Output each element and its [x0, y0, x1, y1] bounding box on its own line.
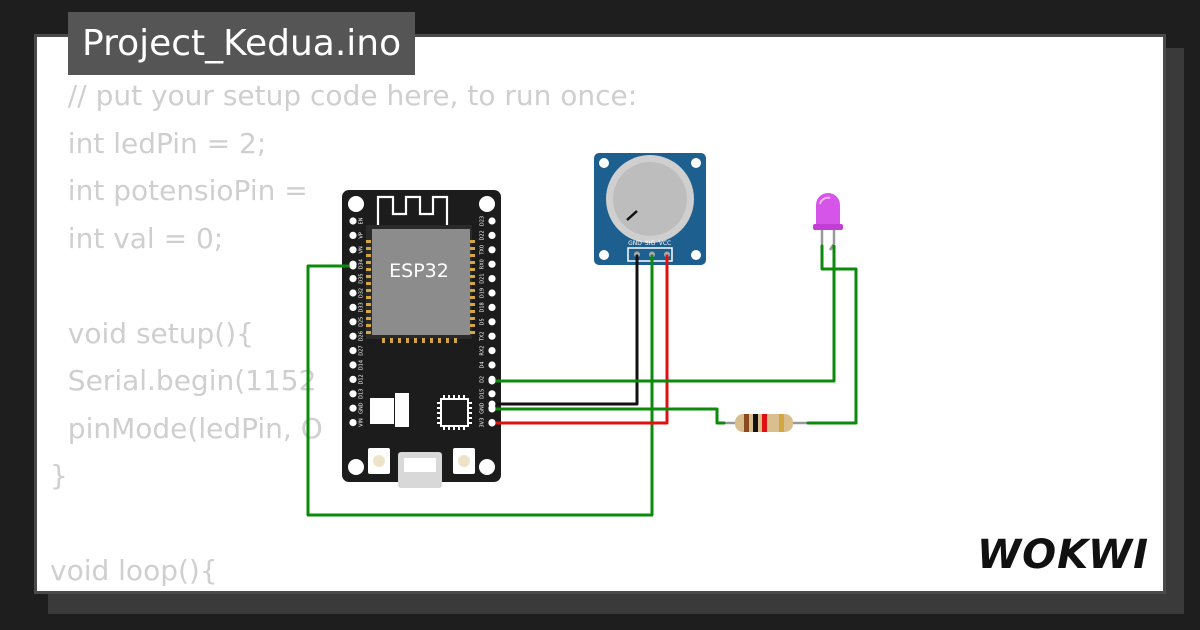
esp32-pin-label: D14 — [359, 360, 365, 370]
wire-led-anode[interactable] — [490, 244, 836, 383]
esp32-pin-label: D2 — [480, 376, 486, 383]
esp32-pin-d25[interactable] — [349, 318, 357, 326]
code-line: void loop(){ — [50, 554, 218, 587]
esp32-pin-label: VIN — [359, 418, 365, 427]
potentiometer[interactable]: GND SIG VCC — [594, 153, 706, 265]
esp32-pin-label: D15 — [480, 389, 486, 399]
esp32-pin-label: D33 — [359, 302, 365, 312]
esp32-pin-d26[interactable] — [349, 332, 357, 340]
esp32-pin-label: VN — [359, 246, 365, 253]
led[interactable] — [813, 193, 843, 251]
esp32-pin-d5[interactable] — [488, 318, 496, 326]
esp32-pin-label: D12 — [359, 374, 365, 384]
esp32-board[interactable]: ESP32 ENVPVND34D35D32D33D25D26D27D14D12D… — [342, 190, 501, 488]
esp32-chip — [372, 229, 470, 335]
esp32-pin-label: TX0 — [480, 245, 486, 256]
esp32-pin-label: D13 — [359, 389, 365, 399]
code-line: pinMode(ledPin, O — [50, 411, 323, 445]
esp32-pin-label: GND — [359, 402, 365, 414]
resistor[interactable] — [718, 414, 810, 432]
esp32-pin-label: D27 — [359, 345, 365, 355]
esp32-pin-tx2[interactable] — [488, 332, 496, 340]
esp32-pin-label: RX0 — [480, 259, 486, 269]
code-line: } — [50, 459, 68, 492]
esp32-label: ESP32 — [389, 260, 449, 282]
esp32-pin-gnd[interactable] — [349, 404, 357, 412]
code-line: // put your setup code here, to run once… — [50, 79, 638, 112]
esp32-pin-d23[interactable] — [488, 217, 496, 225]
code-line: void setup(){ — [50, 316, 254, 350]
esp32-pin-label: D32 — [359, 288, 365, 298]
esp32-pin-label: D21 — [480, 273, 486, 283]
esp32-pin-rx0[interactable] — [488, 260, 496, 268]
code-line: Serial.begin(1152 — [50, 364, 317, 397]
wire-pot-vcc[interactable] — [490, 254, 669, 425]
esp32-pin-d22[interactable] — [488, 231, 496, 239]
esp32-pin-label: VP — [359, 232, 365, 238]
code-preview: // put your setup code here, to run once… — [50, 72, 637, 595]
code-line: int ledPin = 2; — [50, 126, 267, 160]
esp32-pin-label: TX2 — [480, 331, 486, 342]
esp32-pin-d13[interactable] — [349, 390, 357, 398]
esp32-pin-d27[interactable] — [349, 347, 357, 355]
code-line: int potensioPin = — [50, 174, 317, 207]
wokwi-logo-text: WOKWI — [977, 532, 1149, 578]
esp32-pin-label: D18 — [480, 302, 486, 312]
esp32-pin-d15[interactable] — [488, 390, 496, 398]
esp32-pin-rx2[interactable] — [488, 347, 496, 355]
esp32-pin-d21[interactable] — [488, 275, 496, 283]
code-line: int val = 0; — [50, 221, 224, 255]
esp32-pin-vp[interactable] — [349, 231, 357, 239]
esp32-pin-en[interactable] — [349, 217, 357, 225]
pot-pin-label-gnd: GND — [628, 240, 642, 247]
esp32-pin-label: RX2 — [480, 346, 486, 356]
esp32-pin-d4[interactable] — [488, 361, 496, 369]
esp32-pin-label: D34 — [359, 259, 365, 269]
preview-card[interactable] — [34, 34, 1166, 594]
voltage-regulator — [370, 398, 394, 424]
wire-resistor-gnd[interactable] — [490, 407, 726, 425]
wokwi-logo: WOKWI — [977, 532, 1149, 578]
usb-chip — [440, 398, 469, 427]
esp32-pin-vn[interactable] — [349, 246, 357, 254]
esp32-pin-d32[interactable] — [349, 289, 357, 297]
esp32-pin-label: D4 — [480, 361, 486, 368]
esp32-pin-d18[interactable] — [488, 303, 496, 311]
esp32-pin-label: D25 — [359, 317, 365, 327]
esp32-pin-label: D23 — [480, 216, 486, 226]
pot-pin-label-sig: SIG — [645, 240, 656, 247]
esp32-pin-label: D19 — [480, 288, 486, 298]
wire-led-cathode[interactable] — [806, 244, 858, 425]
wire-pot-sig[interactable] — [306, 254, 654, 517]
esp32-pin-d19[interactable] — [488, 289, 496, 297]
esp32-pin-label: D5 — [480, 318, 486, 325]
esp32-pin-label: D35 — [359, 273, 365, 283]
esp32-pin-label: D22 — [480, 230, 486, 240]
esp32-pin-d35[interactable] — [349, 275, 357, 283]
pot-pin-label-vcc: VCC — [659, 240, 671, 247]
project-title[interactable]: Project_Kedua.ino — [68, 12, 416, 75]
esp32-pin-d12[interactable] — [349, 375, 357, 383]
esp32-pin-label: GND — [480, 402, 486, 414]
esp32-pin-label: 3V3 — [480, 418, 486, 428]
esp32-pin-tx0[interactable] — [488, 246, 496, 254]
esp32-pin-vin[interactable] — [349, 419, 357, 427]
esp32-pin-label: EN — [359, 217, 365, 224]
esp32-pin-d14[interactable] — [349, 361, 357, 369]
esp32-pin-label: D26 — [359, 331, 365, 341]
esp32-pin-d33[interactable] — [349, 303, 357, 311]
wire-pot-gnd[interactable] — [490, 254, 639, 406]
